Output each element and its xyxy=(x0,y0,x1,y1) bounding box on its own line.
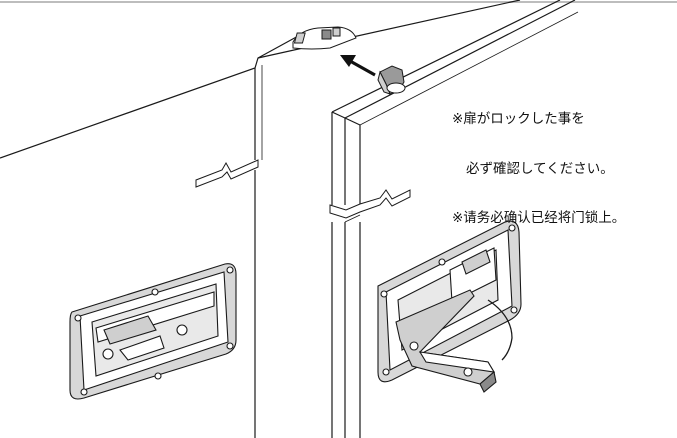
break-mark-left xyxy=(195,159,259,188)
screw-icon xyxy=(102,348,114,360)
screw-icon xyxy=(154,372,162,380)
screw-icon xyxy=(463,367,473,377)
note-line-1: ※扉がロックした事を xyxy=(452,111,585,127)
left-door-handle xyxy=(69,263,237,400)
screw-icon xyxy=(508,224,516,232)
screw-icon xyxy=(151,288,159,296)
screw-icon xyxy=(80,388,88,396)
screw-icon xyxy=(380,290,388,298)
screw-icon xyxy=(226,342,234,350)
break-mark-right xyxy=(329,189,411,219)
right-door-panel xyxy=(331,0,579,438)
right-door-handle xyxy=(377,220,522,393)
screw-icon xyxy=(382,368,390,376)
lock-strike xyxy=(292,26,357,50)
screw-icon xyxy=(176,324,188,336)
screw-icon xyxy=(438,258,446,266)
direction-arrow-icon xyxy=(340,55,376,77)
note-line-2: 必ず確認してください。 xyxy=(466,160,614,177)
screw-icon xyxy=(409,341,419,351)
screw-icon xyxy=(74,314,82,322)
screw-icon xyxy=(510,306,518,314)
screw-icon xyxy=(226,266,234,274)
lock-confirmation-note: ※扉がロックした事を 必ず確認してください。 ※请务必确认已经将门锁上。 xyxy=(452,78,625,243)
note-line-3: ※请务必确认已经将门锁上。 xyxy=(452,210,626,226)
latch-bolt-icon xyxy=(377,65,406,95)
